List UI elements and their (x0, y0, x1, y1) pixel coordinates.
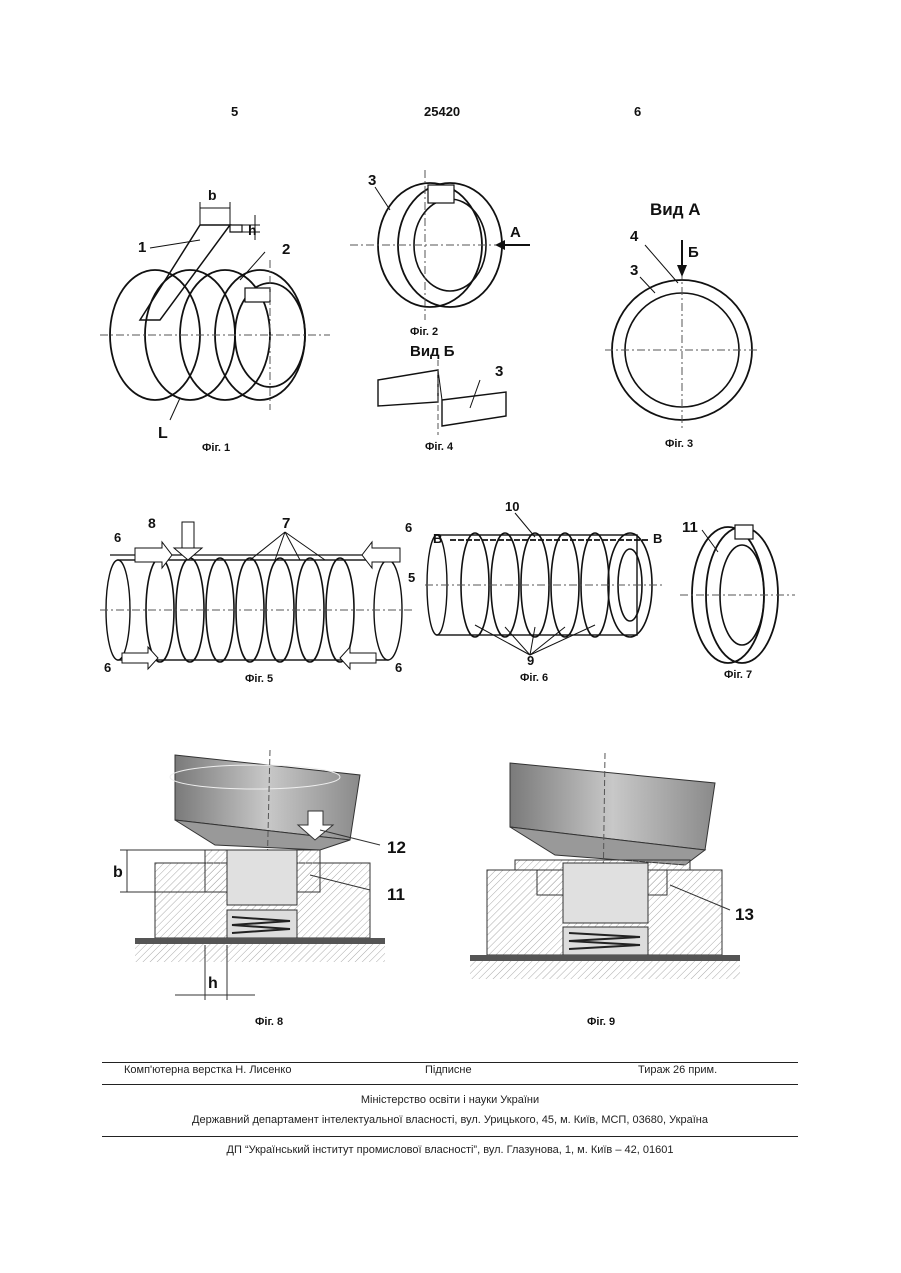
fig5-label-6-bl: 6 (104, 660, 111, 675)
fig1-label-2: 2 (282, 241, 290, 258)
fig8-label-12: 12 (387, 838, 406, 857)
fig5-caption: Фіг. 5 (245, 673, 273, 685)
fig5-label-8: 8 (148, 515, 156, 531)
fig2-caption: Фіг. 2 (410, 326, 438, 338)
fig5-label-6-br: 6 (395, 660, 402, 675)
fig4-title: Вид Б (410, 343, 455, 360)
fig5-label-5: 5 (408, 570, 415, 585)
fig1-label-h: h (248, 222, 257, 238)
figure-8: b h 12 11 Фіг. 8 (105, 745, 425, 1035)
figure-4: Вид Б 3 Фіг. 4 (370, 340, 530, 455)
fig8-caption: Фіг. 8 (255, 1016, 283, 1028)
figure-9: 13 Фіг. 9 (465, 745, 785, 1035)
figure-3: Вид А 4 Б 3 Фіг. 3 (600, 185, 770, 455)
fig6-label-V-left: В (433, 531, 442, 546)
fig1-label-b: b (208, 187, 217, 203)
figure-1: b h 1 2 L Фіг. 1 (100, 180, 340, 460)
fig6-label-10: 10 (505, 499, 519, 514)
fig3-label-B: Б (688, 244, 699, 261)
fig3-caption: Фіг. 3 (665, 438, 693, 450)
fig5-label-7: 7 (282, 515, 290, 532)
figure-6: 10 В В 9 Фіг. 6 (425, 495, 675, 685)
footer-layout: Комп'ютерна верстка Н. Лисенко (124, 1064, 291, 1076)
footer-circulation: Тираж 26 прим. (638, 1064, 717, 1076)
patent-number: 25420 (424, 104, 460, 119)
fig8-label-h: h (208, 975, 218, 992)
fig2-label-A: А (510, 224, 521, 241)
fig1-label-L: L (158, 425, 168, 442)
fig8-label-b: b (113, 864, 123, 881)
fig3-label-4: 4 (630, 228, 639, 245)
left-page-number: 5 (231, 104, 238, 119)
footer-rule-2 (102, 1084, 798, 1085)
right-page-number: 6 (634, 104, 641, 119)
figure-7: 11 Фіг. 7 (680, 510, 800, 685)
fig9-label-13: 13 (735, 905, 754, 924)
footer-department: Державний департамент інтелектуальної вл… (102, 1114, 798, 1126)
footer-rule-1 (102, 1062, 798, 1063)
fig7-label-11: 11 (682, 519, 698, 536)
footer-rule-3 (102, 1136, 798, 1137)
fig6-caption: Фіг. 6 (520, 672, 548, 684)
fig3-title: Вид А (650, 200, 701, 219)
fig4-caption: Фіг. 4 (425, 441, 454, 453)
fig6-label-9: 9 (527, 653, 534, 668)
fig1-label-1: 1 (138, 239, 146, 256)
fig5-label-6-tr: 6 (405, 520, 412, 535)
fig2-label-3: 3 (368, 172, 376, 189)
footer-institute: ДП “Український інститут промислової вла… (102, 1144, 798, 1156)
fig1-caption: Фіг. 1 (202, 442, 230, 454)
fig5-label-6-tl: 6 (114, 530, 121, 545)
fig8-label-11: 11 (387, 885, 405, 904)
fig7-caption: Фіг. 7 (724, 669, 752, 681)
fig4-label-3: 3 (495, 363, 503, 380)
fig6-label-V-right: В (653, 531, 662, 546)
fig3-label-3: 3 (630, 262, 638, 279)
footer-signed: Підписне (425, 1064, 472, 1076)
fig9-caption: Фіг. 9 (587, 1016, 615, 1028)
footer-ministry: Міністерство освіти і науки України (102, 1094, 798, 1106)
figure-5: 8 7 6 6 6 6 5 Фіг. 5 (100, 510, 420, 685)
figure-2: 3 А Фіг. 2 (350, 165, 540, 345)
